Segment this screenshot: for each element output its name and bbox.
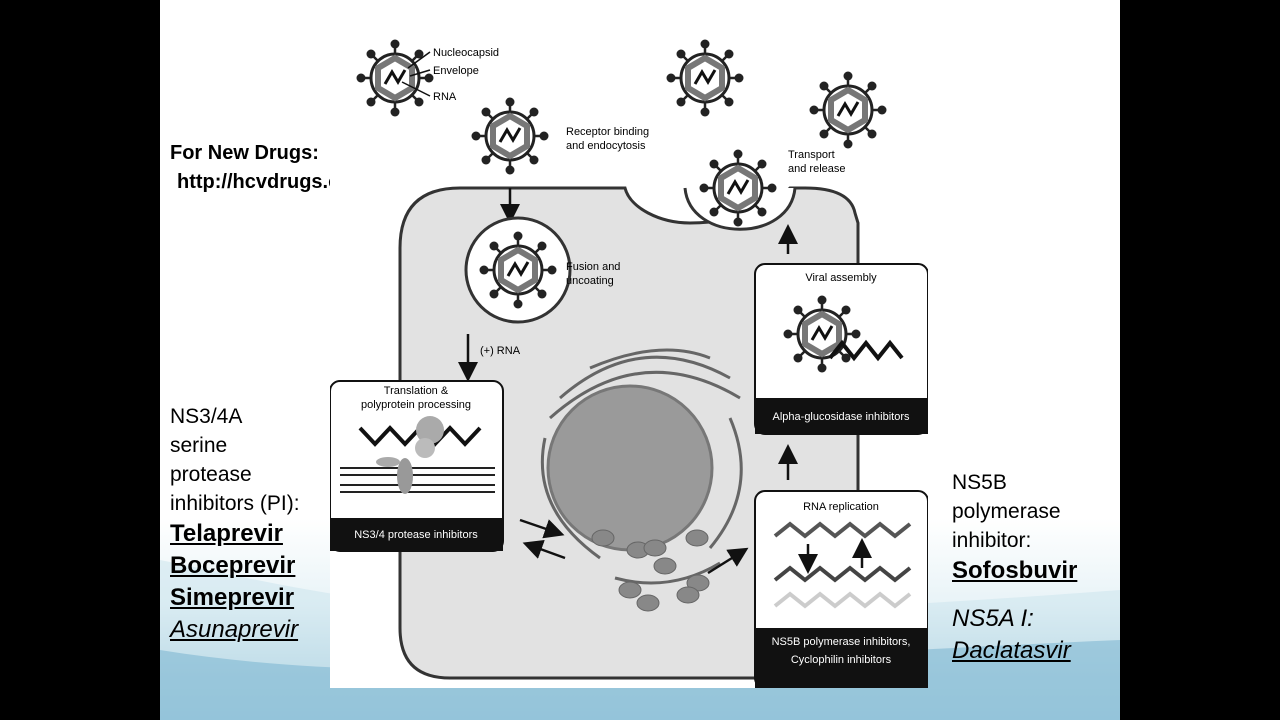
hcvdrugs-link[interactable]: http://hcvdrugs.com/ bbox=[177, 171, 375, 193]
translation-footer-bg bbox=[330, 518, 503, 551]
ns5b-line: polymerase bbox=[952, 500, 1061, 523]
translation-title: polyprotein processing bbox=[361, 399, 471, 411]
vesicles bbox=[591, 529, 710, 612]
drug-boceprevir: Boceprevir bbox=[170, 552, 296, 579]
replication-footer: Cyclophilin inhibitors bbox=[791, 654, 892, 666]
replication-illustration bbox=[773, 521, 912, 609]
ns3-line: protease bbox=[170, 463, 252, 486]
virion-icon bbox=[810, 72, 887, 149]
assembly-footer: Alpha-glucosidase inhibitors bbox=[773, 411, 910, 423]
ns3-line: serine bbox=[170, 434, 228, 457]
assembly-title: Viral assembly bbox=[805, 272, 877, 284]
translation-title: Translation & bbox=[384, 385, 449, 397]
legend-envelope: Envelope bbox=[433, 65, 479, 77]
ns5a-label: NS5A I: bbox=[952, 605, 1034, 632]
rna-label: (+) RNA bbox=[480, 345, 521, 357]
virion-icon bbox=[357, 40, 434, 117]
receptor-label: Receptor binding bbox=[566, 126, 649, 138]
new-drugs-heading: For New Drugs: bbox=[170, 142, 319, 164]
drug-telaprevir: Telaprevir bbox=[170, 520, 283, 547]
receptor-label: and endocytosis bbox=[566, 140, 646, 152]
fusion-label: Fusion and bbox=[566, 261, 620, 273]
ns3-line: inhibitors (PI): bbox=[170, 492, 300, 515]
ns5b-line: inhibitor: bbox=[952, 529, 1032, 552]
diagram-svg: Nucleocapsid Envelope RNA Receptor bindi… bbox=[329, 38, 929, 689]
ns5b-line: NS5B bbox=[952, 471, 1007, 494]
slide: For New Drugs: http://hcvdrugs.com/ NS3/… bbox=[160, 0, 1120, 720]
virion-icon bbox=[700, 150, 777, 227]
legend-pointers bbox=[401, 51, 431, 97]
drug-asunaprevir: Asunaprevir bbox=[170, 616, 299, 643]
replication-footer: NS5B polymerase inhibitors, bbox=[772, 636, 911, 648]
ns3-line: NS3/4A bbox=[170, 405, 243, 428]
virion-icon bbox=[480, 232, 557, 309]
ns3-panel: NS3/4A serine protease inhibitors (PI): … bbox=[170, 402, 300, 646]
legend-rna: RNA bbox=[433, 91, 457, 103]
drug-sofosbuvir: Sofosbuvir bbox=[952, 557, 1078, 584]
assembly-footer-bg bbox=[755, 398, 928, 434]
transport-label: and release bbox=[788, 163, 846, 175]
translation-illustration bbox=[340, 416, 495, 494]
transport-label: Transport bbox=[788, 149, 835, 161]
virion-icon bbox=[784, 296, 861, 373]
drug-simeprevir: Simeprevir bbox=[170, 584, 295, 611]
drug-daclatasvir: Daclatasvir bbox=[952, 637, 1071, 664]
replication-footer-bg bbox=[755, 628, 928, 688]
replication-title: RNA replication bbox=[803, 501, 879, 513]
ns5b-panel: NS5B polymerase inhibitor: Sofosbuvir NS… bbox=[952, 468, 1077, 667]
translation-footer: NS3/4 protease inhibitors bbox=[354, 529, 478, 541]
virion-icon bbox=[472, 98, 549, 175]
hcv-lifecycle-diagram: Nucleocapsid Envelope RNA Receptor bindi… bbox=[329, 38, 929, 689]
endoplasmic-reticulum bbox=[540, 348, 743, 585]
fusion-label: uncoating bbox=[566, 275, 614, 287]
virion-icon bbox=[667, 40, 744, 117]
nucleus bbox=[546, 384, 714, 552]
legend-nucleocapsid: Nucleocapsid bbox=[433, 47, 499, 59]
